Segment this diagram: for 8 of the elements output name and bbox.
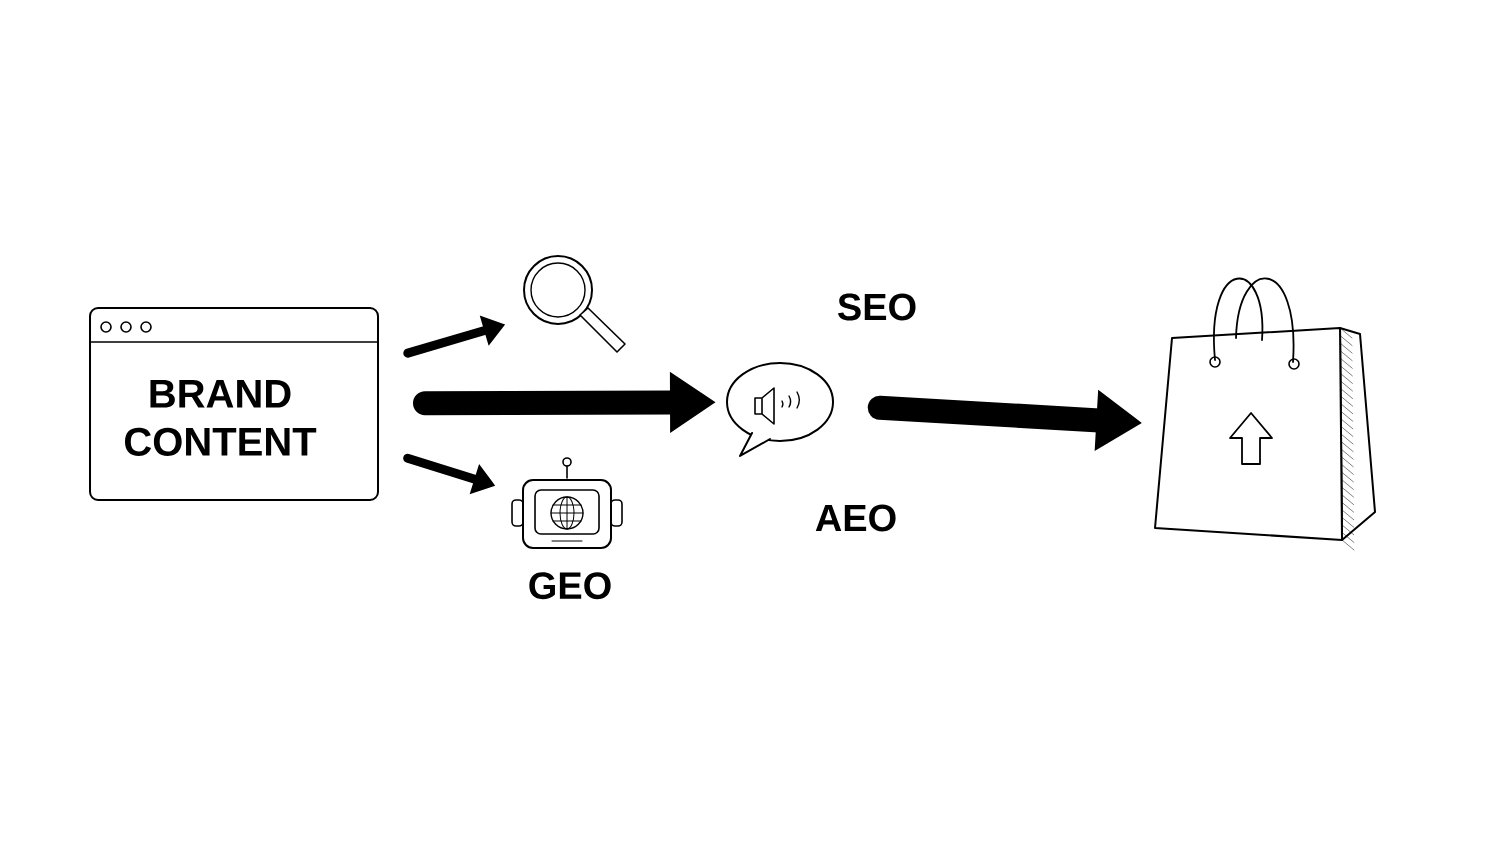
text-label: AEO [815,504,896,532]
speech-bubble [726,362,834,457]
shopping-bag-drawing [1154,277,1376,551]
browser-window: BRAND CONTENT [89,307,379,501]
text-label: SEO [838,293,916,321]
magnifier-icon [523,255,626,353]
node-caption: GEO [529,572,611,600]
robot-icon [511,457,623,549]
